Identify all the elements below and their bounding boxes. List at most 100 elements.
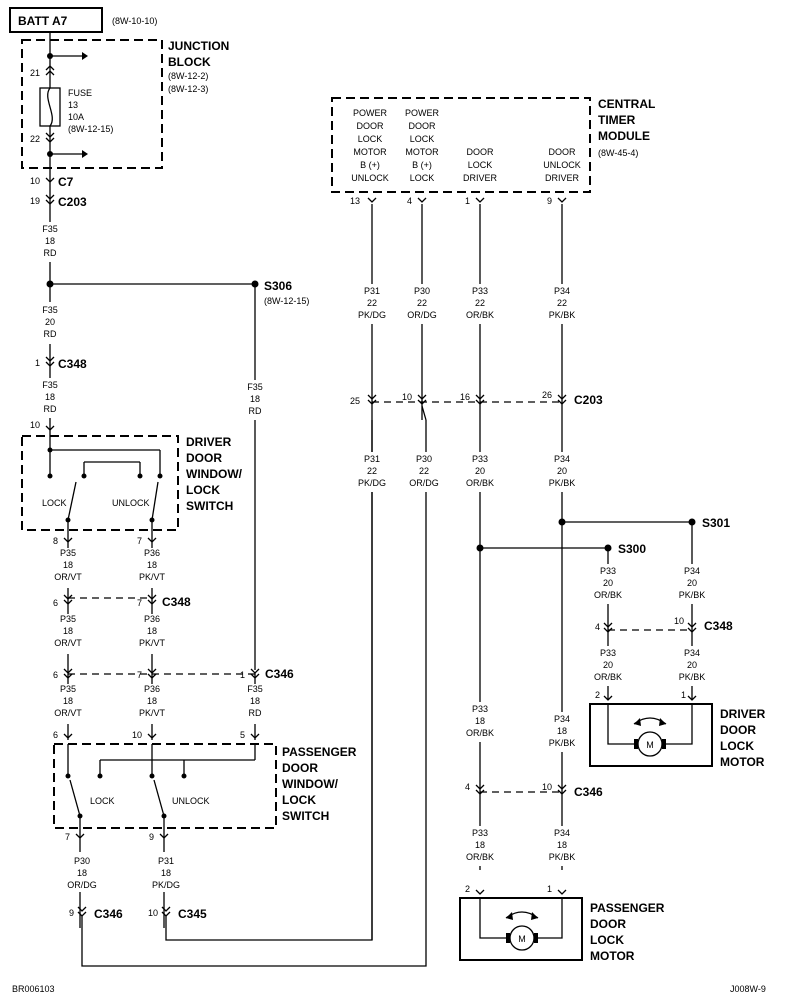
svg-text:P34: P34 <box>554 454 570 464</box>
connector-c203-top: 19 C203 <box>30 194 87 209</box>
wire-p35-18-a: P35 18 OR/VT <box>54 548 84 588</box>
driver-door-window-lock-switch: DRIVER DOOR WINDOW/ LOCK SWITCH LOCK UNL… <box>21 435 243 531</box>
svg-text:22: 22 <box>417 298 427 308</box>
svg-text:9: 9 <box>69 908 74 918</box>
svg-text:P33: P33 <box>472 828 488 838</box>
svg-text:P33: P33 <box>472 454 488 464</box>
svg-text:(8W-10-10): (8W-10-10) <box>112 16 157 26</box>
svg-text:18: 18 <box>557 840 567 850</box>
svg-text:C348: C348 <box>58 357 87 371</box>
svg-text:OR/BK: OR/BK <box>466 310 494 320</box>
svg-text:P36: P36 <box>144 684 160 694</box>
svg-text:PK/DG: PK/DG <box>152 880 180 890</box>
svg-text:10A: 10A <box>68 112 84 122</box>
wire-p31-18: P31 18 PK/DG <box>150 852 180 892</box>
svg-text:7: 7 <box>137 670 142 680</box>
connector-c346-a: 6 7 1 C346 <box>53 667 294 681</box>
svg-text:20: 20 <box>45 317 55 327</box>
svg-text:P34: P34 <box>554 714 570 724</box>
svg-text:P31: P31 <box>158 856 174 866</box>
svg-text:POWER: POWER <box>353 108 388 118</box>
svg-text:OR/BK: OR/BK <box>594 590 622 600</box>
svg-text:2: 2 <box>465 884 470 894</box>
svg-text:PK/BK: PK/BK <box>549 738 576 748</box>
wire-p30-18: P30 18 OR/DG <box>66 852 97 892</box>
connector-c346-r: 4 10 C346 <box>465 782 603 799</box>
connector-c348-r: 4 10 C348 <box>595 616 733 633</box>
svg-text:18: 18 <box>77 868 87 878</box>
svg-text:PK/BK: PK/BK <box>679 672 706 682</box>
svg-text:18: 18 <box>250 696 260 706</box>
svg-text:OR/VT: OR/VT <box>54 708 82 718</box>
svg-text:10: 10 <box>402 392 412 402</box>
svg-text:F35: F35 <box>247 684 263 694</box>
svg-text:TIMER: TIMER <box>598 113 636 127</box>
svg-text:WINDOW/: WINDOW/ <box>282 777 339 791</box>
svg-text:6: 6 <box>53 730 58 740</box>
svg-text:OR/BK: OR/BK <box>466 478 494 488</box>
connector-c348-b: 6 7 C348 <box>53 594 191 609</box>
passenger-door-window-lock-switch: PASSENGER DOOR WINDOW/ LOCK SWITCH LOCK … <box>53 743 357 829</box>
wire-p36-18-c: P36 18 PK/VT <box>138 684 168 724</box>
svg-text:13: 13 <box>68 100 78 110</box>
svg-text:P35: P35 <box>60 548 76 558</box>
svg-text:18: 18 <box>147 696 157 706</box>
svg-text:22: 22 <box>367 466 377 476</box>
svg-text:10: 10 <box>542 782 552 792</box>
passenger-door-lock-motor: PASSENGER DOOR LOCK MOTOR M <box>459 897 665 963</box>
wire-p36-18-b: P36 18 PK/VT <box>138 614 168 654</box>
svg-text:LOCK: LOCK <box>358 134 383 144</box>
svg-text:P34: P34 <box>554 286 570 296</box>
footer-right: J008W-9 <box>730 984 766 994</box>
svg-text:P36: P36 <box>144 614 160 624</box>
svg-text:10: 10 <box>30 420 40 430</box>
svg-text:4: 4 <box>407 196 412 206</box>
wire-f35-18-c: F35 18 RD <box>241 684 269 724</box>
svg-text:20: 20 <box>603 660 613 670</box>
svg-text:1: 1 <box>240 670 245 680</box>
wire-f35-20: F35 20 RD <box>38 302 62 344</box>
svg-text:18: 18 <box>63 560 73 570</box>
svg-text:LOCK: LOCK <box>282 793 316 807</box>
svg-text:9: 9 <box>149 832 154 842</box>
svg-text:OR/VT: OR/VT <box>54 572 82 582</box>
wire-p34-20-b: P34 20 PK/BK <box>678 564 708 604</box>
wire-p35-18-b: P35 18 OR/VT <box>54 614 84 654</box>
wire-p33-20-b: P33 20 OR/BK <box>594 564 624 604</box>
svg-text:MOTOR: MOTOR <box>353 147 387 157</box>
svg-text:18: 18 <box>161 868 171 878</box>
svg-text:18: 18 <box>250 394 260 404</box>
svg-text:BATT A7: BATT A7 <box>18 14 68 28</box>
svg-text:C203: C203 <box>574 393 603 407</box>
svg-text:22: 22 <box>367 298 377 308</box>
svg-text:22: 22 <box>475 298 485 308</box>
svg-text:(8W-12-3): (8W-12-3) <box>168 84 208 94</box>
svg-text:20: 20 <box>687 660 697 670</box>
svg-text:PK/BK: PK/BK <box>549 478 576 488</box>
wire-p34-18-a: P34 18 PK/BK <box>546 712 578 752</box>
svg-text:LOCK: LOCK <box>468 160 493 170</box>
svg-text:OR/DG: OR/DG <box>409 478 439 488</box>
wire-p34-20-a: P34 20 PK/BK <box>546 452 578 492</box>
svg-text:C346: C346 <box>574 785 603 799</box>
svg-text:DOOR: DOOR <box>590 917 626 931</box>
svg-text:10: 10 <box>674 616 684 626</box>
motor-m-icon: M <box>518 934 526 944</box>
svg-text:DOOR: DOOR <box>467 147 495 157</box>
wire-p34-22-a: P34 22 PK/BK <box>546 284 578 324</box>
footer-left: BR006103 <box>12 984 55 994</box>
svg-text:P31: P31 <box>364 454 380 464</box>
splice-s306: S306 (8W-12-15) <box>46 279 309 306</box>
svg-text:DOOR: DOOR <box>409 121 437 131</box>
wire-p30-22-a: P30 22 OR/DG <box>406 284 438 324</box>
svg-text:22: 22 <box>419 466 429 476</box>
svg-text:10: 10 <box>30 176 40 186</box>
svg-text:MOTOR: MOTOR <box>405 147 439 157</box>
svg-text:DOOR: DOOR <box>282 761 318 775</box>
svg-text:P34: P34 <box>684 566 700 576</box>
svg-text:1: 1 <box>547 884 552 894</box>
driver-door-lock-motor: DRIVER DOOR LOCK MOTOR M <box>589 703 766 769</box>
battery-label: BATT A7 (8W-10-10) <box>9 7 157 33</box>
svg-text:7: 7 <box>65 832 70 842</box>
svg-text:RD: RD <box>44 248 57 258</box>
